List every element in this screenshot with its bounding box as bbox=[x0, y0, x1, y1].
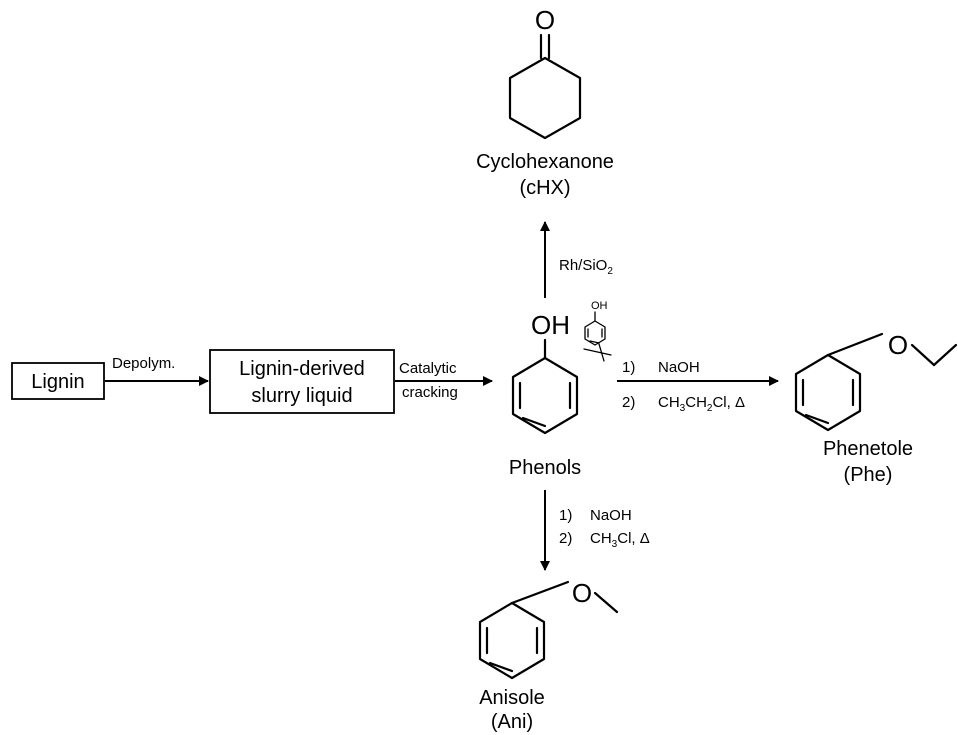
slurry-box bbox=[209, 349, 395, 414]
small-oh-label: OH bbox=[591, 300, 608, 312]
phenols-label: Phenols bbox=[509, 457, 581, 479]
anisole-label: Anisole bbox=[479, 687, 545, 709]
phenetole-abbr: (Phe) bbox=[844, 464, 893, 486]
cracking-line2: cracking bbox=[402, 384, 458, 401]
phenetole-o-label: O bbox=[888, 330, 908, 360]
lignin-box bbox=[11, 362, 105, 400]
small-phenol-icon: OH bbox=[583, 300, 612, 362]
anisole-o-label: O bbox=[572, 578, 592, 608]
cracking-line1: Catalytic bbox=[399, 360, 457, 377]
anisole-step1-num: 1) bbox=[559, 507, 572, 524]
cyclohexanone-o-label: O bbox=[535, 5, 555, 35]
slurry-line1: Lignin-derived bbox=[239, 358, 365, 380]
slurry-line2: slurry liquid bbox=[251, 385, 352, 407]
phenetole-structure: O bbox=[794, 330, 958, 432]
anisole-abbr: (Ani) bbox=[491, 711, 533, 733]
anisole-step1: NaOH bbox=[590, 507, 632, 524]
anisole-structure: O bbox=[478, 578, 619, 680]
cyclohexanone-abbr: (cHX) bbox=[519, 177, 570, 199]
depolym-label: Depolym. bbox=[112, 355, 175, 372]
phenol-structure: OH bbox=[511, 310, 579, 435]
anisole-step2-num: 2) bbox=[559, 530, 572, 547]
cyclohexanone-structure: O bbox=[508, 5, 582, 140]
phenetole-step2: CH3CH2Cl, Δ bbox=[658, 394, 745, 414]
rh-label: Rh/SiO2 bbox=[559, 257, 613, 277]
phenol-oh-label: OH bbox=[531, 310, 570, 340]
lignin-label: Lignin bbox=[31, 371, 84, 393]
phenetole-step1: NaOH bbox=[658, 359, 700, 376]
phenetole-step2-num: 2) bbox=[622, 394, 635, 411]
anisole-step2: CH3Cl, Δ bbox=[590, 530, 650, 550]
phenetole-step1-num: 1) bbox=[622, 359, 635, 376]
phenetole-label: Phenetole bbox=[823, 438, 913, 460]
cyclohexanone-label: Cyclohexanone bbox=[476, 151, 614, 173]
